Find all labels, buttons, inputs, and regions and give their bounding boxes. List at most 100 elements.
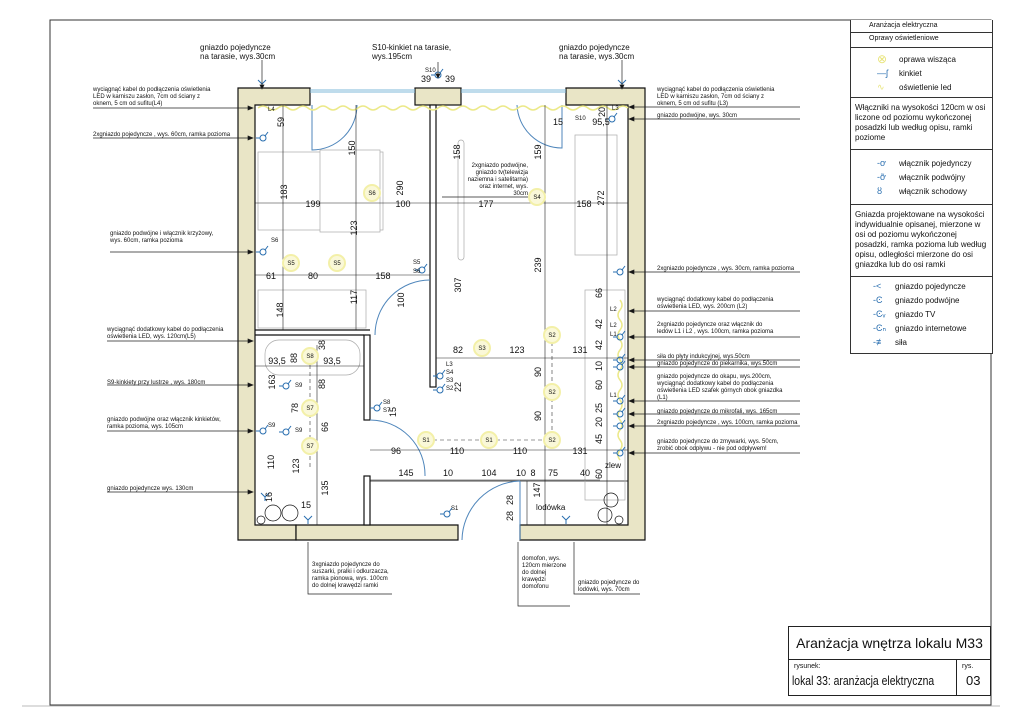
- power-socket-icon: -≢: [873, 337, 885, 347]
- pier-center: [414, 87, 462, 106]
- legend-label: siła: [895, 337, 908, 347]
- pendant-lamp-icon: S6: [363, 184, 381, 202]
- bottom-note-fridge-socket: gniazdo pojedyncze do lodówki, wys. 70cm: [578, 580, 640, 593]
- fixture-label: S7: [306, 444, 314, 450]
- dimension-label: 131: [572, 446, 587, 456]
- pendant-lamp-icon: S8: [301, 347, 319, 365]
- drawing-name: lokal 33: aranżacja elektryczna: [792, 673, 935, 688]
- single-socket-icon: -<: [873, 281, 882, 291]
- dimension-label: 40: [580, 468, 590, 478]
- dimension-label: 66: [320, 422, 330, 432]
- pendant-lamp-icon: ⊗: [877, 52, 888, 66]
- legend-label: gniazdo TV: [895, 309, 936, 319]
- arrow-icon: [247, 382, 254, 388]
- top-note-socket-terrace-left: gniazdo pojedyncze na tarasie, wys.30cm: [200, 43, 276, 61]
- switch-icon: [433, 383, 446, 394]
- arrow-icon: [247, 489, 254, 495]
- fixture-label: S5: [287, 261, 295, 267]
- legend-label: gniazdo podwójne: [895, 295, 960, 305]
- right-note: 2xgniazdo pojedyncze , wys. 30cm, ramka …: [657, 266, 795, 272]
- switch-icon: [440, 507, 453, 518]
- dimension-label: 110: [450, 446, 464, 456]
- switch-icon: [613, 419, 626, 430]
- right-note: 2xgniazdo pojedyncze , wys. 100cm, ramka…: [657, 420, 798, 426]
- left-note: S9-kinkiety przy lustrze , wys. 180cm: [107, 380, 206, 386]
- legend-label: włącznik schodowy: [899, 186, 968, 196]
- pendant-lamp-icon: S2: [543, 326, 561, 344]
- leader-line: [573, 542, 640, 595]
- fixture-label: S8: [306, 354, 314, 360]
- switch-icon: [605, 112, 618, 123]
- dimension-label: 158: [576, 199, 591, 209]
- switch-icon: [256, 131, 269, 142]
- legend-label: oprawa wisząca: [899, 54, 956, 64]
- pendant-lamp-icon: S7: [301, 437, 319, 455]
- dimension-label: 135: [320, 480, 330, 495]
- fixture-label: S2: [548, 390, 556, 396]
- symbol-label: S9: [295, 428, 303, 434]
- dimension-label: 158: [452, 144, 462, 159]
- arrow-icon: [247, 428, 254, 434]
- fixture-label: S5: [333, 261, 341, 267]
- top-note-socket-terrace-right: gniazdo pojedyncze na tarasie, wys.30cm: [559, 43, 635, 61]
- left-note: gniazdo podwójne oraz włącznik kinkietów…: [107, 417, 221, 430]
- dimension-label: 131: [572, 345, 587, 355]
- arrow-icon: [628, 357, 635, 363]
- arrow-icon: [628, 364, 635, 370]
- pendant-lamp-icon: S1: [480, 431, 498, 449]
- switch-icon: [256, 424, 269, 435]
- symbol-label: S8: [383, 400, 391, 406]
- left-note: gniazdo podwójne i włącznik krzyżowy, wy…: [110, 231, 214, 244]
- led-strip-icon: ∿: [877, 81, 885, 92]
- dimension-label: 42: [594, 319, 604, 329]
- left-note: 2xgniazdo pojedyncze , wys. 60cm, ramka …: [93, 132, 231, 138]
- dimension-label: 95,5: [592, 117, 610, 127]
- radiator: [457, 139, 465, 261]
- legend-label: oświetlenie led: [899, 82, 952, 92]
- dimension-label: 60: [594, 380, 604, 390]
- fixture-label: S2: [548, 438, 556, 444]
- symbol-label: L3: [612, 106, 619, 112]
- symbol-label: S7: [383, 408, 391, 414]
- dimension-label: 8: [530, 468, 535, 478]
- room-label: lodówka: [536, 503, 566, 512]
- symbol-label: S3: [446, 378, 454, 384]
- legend-label: gniazdo pojedyncze: [895, 281, 966, 291]
- symbol-label: L2: [610, 307, 617, 313]
- right-note: gniazdo pojedyncze do mikrofali, wys. 16…: [657, 409, 778, 415]
- symbol-label: L3: [446, 362, 453, 368]
- arrow-icon: [259, 84, 265, 90]
- dimension-label: 16: [264, 492, 274, 502]
- dimension-label: 39: [445, 74, 455, 84]
- bottom-note-intercom: domofon, wys. 120cm mierzone do dolnej k…: [522, 556, 567, 590]
- left-note: gniazdo pojedyncze wys. 130cm: [107, 486, 194, 492]
- dimension-label: 20: [597, 107, 607, 117]
- wall-lamp-icon: —ʃ: [877, 68, 888, 78]
- pendant-lamp-icon: S3: [473, 339, 491, 357]
- symbol-label: S10: [425, 68, 436, 74]
- symbol-label: S6: [271, 238, 279, 244]
- legend-label: kinkiet: [899, 68, 922, 78]
- symbol-label: S1: [451, 506, 459, 512]
- dimension-label: 80: [308, 271, 318, 281]
- switch-icon: [370, 401, 383, 412]
- wall-left: [237, 87, 311, 541]
- legend: Aranżacja elektryczna Oprawy oświetlenio…: [850, 20, 993, 354]
- arrow-icon: [628, 423, 635, 429]
- dimension-label: 90: [533, 411, 543, 421]
- symbol-label: L1: [610, 332, 617, 338]
- dimension-lines: [255, 105, 628, 525]
- switch-icon: [613, 360, 626, 371]
- arrow-icon: [628, 450, 635, 456]
- switch-icon: [613, 353, 626, 364]
- arrow-icon: [247, 105, 254, 111]
- dimension-label: 88: [289, 353, 299, 363]
- dimension-label: 93,5: [323, 356, 341, 366]
- callout-leaders: [93, 60, 800, 607]
- tv-socket-icon: -Ͼᵥ: [873, 309, 886, 319]
- dimension-label: 123: [509, 345, 524, 355]
- symbol-label: L1: [610, 393, 617, 399]
- symbol-label: S5: [413, 260, 421, 266]
